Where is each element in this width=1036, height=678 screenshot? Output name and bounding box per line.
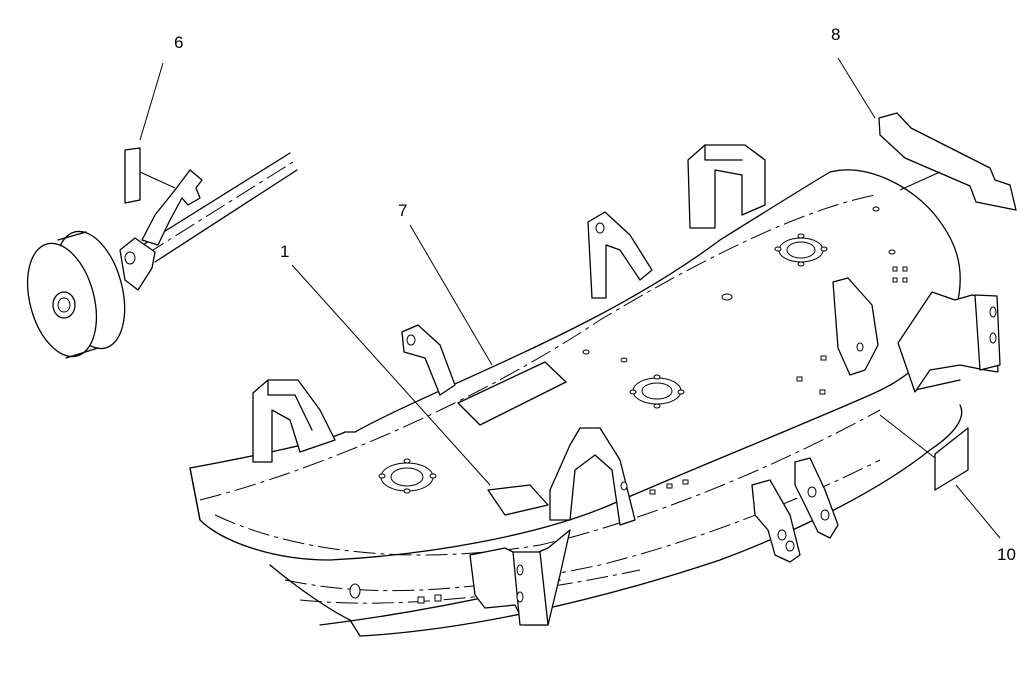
callout-6: 6 (174, 33, 183, 52)
deck-brackets (252, 144, 1001, 626)
decal-10 (934, 427, 969, 491)
spindle-holes (378, 206, 908, 495)
decals (124, 112, 1017, 516)
decal-1 (487, 484, 549, 516)
callout-7: 7 (398, 201, 407, 220)
decal-8 (878, 112, 1017, 211)
callout-1: 1 (280, 242, 289, 261)
callout-numbers: 6 8 7 1 10 (174, 25, 1016, 564)
callout-10: 10 (997, 545, 1016, 564)
callout-8: 8 (831, 25, 840, 44)
decal-7 (457, 361, 567, 426)
anti-scalp-wheel-assembly (26, 152, 298, 359)
callout-leaders (139, 57, 1001, 539)
decal-6 (124, 147, 141, 204)
